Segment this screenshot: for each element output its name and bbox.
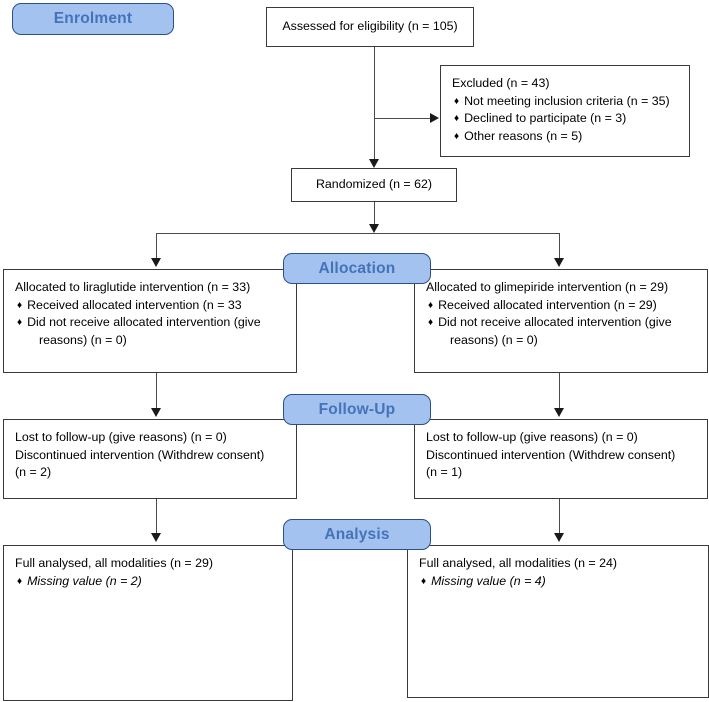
arrowhead-assessed-to-randomized xyxy=(369,159,379,168)
excluded-reason-0: Not meeting inclusion criteria (n = 35) xyxy=(452,93,678,111)
node-allocation-right: Allocated to glimepiride intervention (n… xyxy=(414,269,708,373)
stage-banner-allocation-label: Allocation xyxy=(318,259,396,277)
connector-allocation-left-drop xyxy=(156,233,157,259)
connector-randomized-down xyxy=(374,202,375,226)
allocation-right-item-1: Did not receive allocated intervention (… xyxy=(426,314,696,349)
randomized-label: Randomized (n = 62) xyxy=(315,177,433,192)
analysis-left-note: Missing value (n = 2) xyxy=(15,573,281,591)
followup-right-lost: Lost to follow-up (give reasons) (n = 0) xyxy=(426,430,638,444)
node-followup-right: Lost to follow-up (give reasons) (n = 0)… xyxy=(414,419,708,499)
node-randomized: Randomized (n = 62) xyxy=(291,168,457,202)
allocation-right-item-0: Received allocated intervention (n = 29) xyxy=(426,297,696,315)
arrowhead-allocation-left xyxy=(151,258,161,267)
node-excluded: Excluded (n = 43) Not meeting inclusion … xyxy=(440,65,690,157)
arrowhead-left-analysis xyxy=(151,533,161,542)
allocation-left-heading: Allocated to liraglutide intervention (n… xyxy=(15,280,251,294)
connector-allocation-right-drop xyxy=(559,233,560,259)
allocation-left-item-1: Did not receive allocated intervention (… xyxy=(15,314,285,349)
connector-to-excluded xyxy=(374,118,431,119)
connector-right-followup-to-analysis xyxy=(559,499,560,535)
node-assessed-for-eligibility: Assessed for eligibility (n = 105) xyxy=(266,7,474,47)
analysis-right-note: Missing value (n = 4) xyxy=(419,573,697,591)
connector-assessed-to-randomized xyxy=(374,47,375,159)
excluded-reason-1: Declined to participate (n = 3) xyxy=(452,110,678,128)
arrowhead-randomized-down xyxy=(369,224,379,233)
stage-banner-followup-label: Follow-Up xyxy=(318,400,396,418)
stage-banner-enrolment: Enrolment xyxy=(12,3,174,35)
arrowhead-right-analysis xyxy=(554,533,564,542)
allocation-right-heading: Allocated to glimepiride intervention (n… xyxy=(426,280,669,294)
connector-left-allocation-to-followup xyxy=(156,373,157,410)
connector-allocation-split-bar xyxy=(156,233,560,234)
node-analysis-right: Full analysed, all modalities (n = 24) M… xyxy=(407,545,709,698)
arrowhead-right-followup xyxy=(554,408,564,417)
arrowhead-to-excluded xyxy=(430,113,439,123)
followup-left-lost: Lost to follow-up (give reasons) (n = 0) xyxy=(15,430,227,444)
stage-banner-analysis-label: Analysis xyxy=(324,525,390,543)
stage-banner-followup: Follow-Up xyxy=(283,394,431,425)
followup-left-discontinued-count: (n = 2) xyxy=(15,465,52,480)
followup-left-discontinued: Discontinued intervention (Withdrew cons… xyxy=(15,447,265,462)
node-allocation-left: Allocated to liraglutide intervention (n… xyxy=(3,269,297,373)
excluded-reason-2: Other reasons (n = 5) xyxy=(452,128,678,146)
arrowhead-left-followup xyxy=(151,408,161,417)
stage-banner-analysis: Analysis xyxy=(283,519,431,550)
node-analysis-left: Full analysed, all modalities (n = 29) M… xyxy=(3,545,293,701)
allocation-left-item-0: Received allocated intervention (n = 33 xyxy=(15,297,285,315)
assessed-label: Assessed for eligibility (n = 105) xyxy=(282,19,458,34)
arrowhead-allocation-right xyxy=(554,258,564,267)
stage-banner-enrolment-label: Enrolment xyxy=(53,10,133,27)
analysis-right-heading: Full analysed, all modalities (n = 24) xyxy=(419,556,618,570)
analysis-left-heading: Full analysed, all modalities (n = 29) xyxy=(15,556,214,570)
connector-right-allocation-to-followup xyxy=(559,373,560,410)
stage-banner-allocation: Allocation xyxy=(283,253,431,284)
followup-right-discontinued: Discontinued intervention (Withdrew cons… xyxy=(426,447,676,462)
node-followup-left: Lost to follow-up (give reasons) (n = 0)… xyxy=(3,419,297,499)
connector-left-followup-to-analysis xyxy=(156,499,157,535)
excluded-title: Excluded (n = 43) xyxy=(452,76,550,90)
followup-right-discontinued-count: (n = 1) xyxy=(426,465,463,480)
